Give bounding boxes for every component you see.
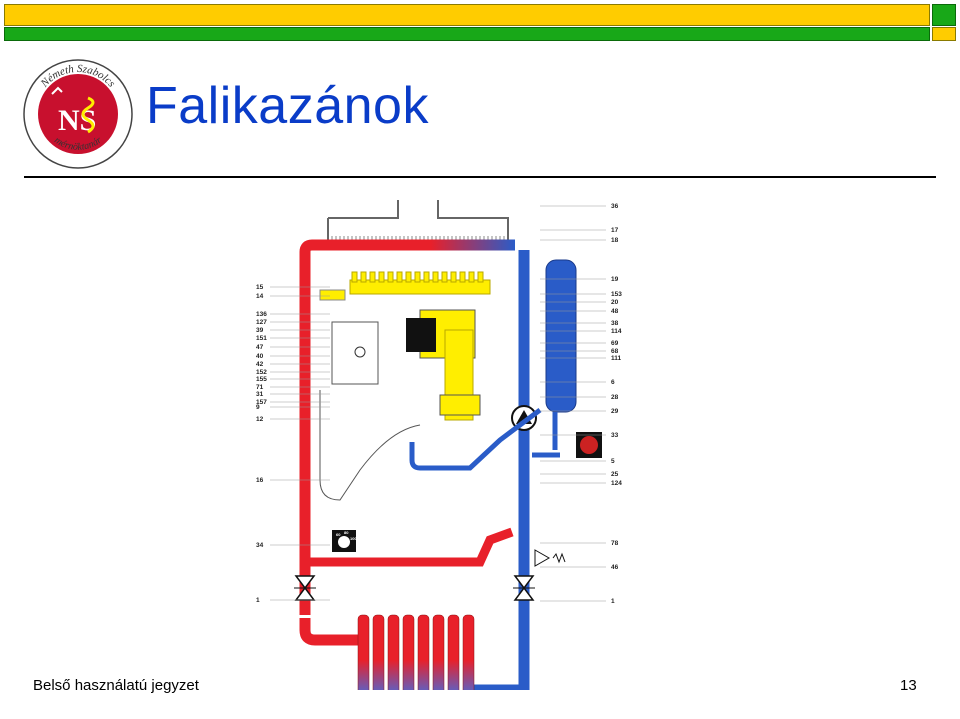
valve-left <box>294 575 316 601</box>
radiator-sections <box>357 614 475 690</box>
corner-block-green <box>932 4 956 26</box>
callout-label: 20 <box>611 299 619 306</box>
callout-label: 71 <box>256 384 264 391</box>
callout-label: 69 <box>611 340 619 347</box>
temperature-gauge: 60 80 100 <box>332 530 357 552</box>
callout-label: 29 <box>611 408 619 415</box>
callout-label: 17 <box>611 227 619 234</box>
radiator-column <box>357 614 370 690</box>
callout-label: 78 <box>611 540 619 547</box>
boiler-schematic: 60 80 100 151413612739151474042152155713… <box>256 200 622 690</box>
callout-label: 151 <box>256 335 267 342</box>
callout-label: 15 <box>256 284 264 291</box>
callout-label: 14 <box>256 293 264 300</box>
hot-supply-pipe <box>299 239 515 615</box>
svg-text:60: 60 <box>336 532 341 537</box>
callout-label: 34 <box>256 542 264 549</box>
radiator-column <box>447 614 460 690</box>
expansion-vessel <box>545 259 577 413</box>
callout-label: 42 <box>256 361 264 368</box>
callout-label: 16 <box>256 477 264 484</box>
slide-title: Falikazánok <box>146 77 429 135</box>
radiator-column <box>417 614 430 690</box>
author-logo: Németh Szabolcs mérnöktanár NS <box>23 59 133 169</box>
callout-label: 19 <box>611 276 619 283</box>
radiator-column <box>387 614 400 690</box>
svg-text:80: 80 <box>344 530 349 535</box>
callout-label: 127 <box>256 319 267 326</box>
radiator-column <box>462 614 475 690</box>
callout-label: 111 <box>611 355 622 362</box>
callout-label: 1 <box>256 597 260 604</box>
callout-label: 36 <box>611 203 619 210</box>
callout-label: 157 <box>256 399 267 406</box>
page-number: 13 <box>900 677 917 694</box>
callout-label: 5 <box>611 458 615 465</box>
logo-bottom-text: mérnöktanár <box>52 135 104 153</box>
callout-label: 38 <box>611 320 619 327</box>
valve-right <box>513 575 535 601</box>
callout-label: 18 <box>611 237 619 244</box>
callout-label: 47 <box>256 344 264 351</box>
radiator-column <box>432 614 445 690</box>
callout-label: 153 <box>611 291 622 298</box>
callout-label: 39 <box>256 327 264 334</box>
corner-block-yellow <box>932 27 956 41</box>
callout-label: 40 <box>256 353 264 360</box>
return-pipe <box>470 250 530 690</box>
callout-label: 28 <box>611 394 619 401</box>
callout-label: 9 <box>256 404 260 411</box>
callout-label: 12 <box>256 416 264 423</box>
callout-label: 114 <box>611 328 622 335</box>
callout-label: 152 <box>256 369 267 376</box>
top-banner-yellow <box>4 4 930 26</box>
callout-label: 46 <box>611 564 619 571</box>
callout-label: 68 <box>611 348 619 355</box>
gas-burner-assembly <box>319 271 491 421</box>
title-divider <box>24 176 936 178</box>
callout-label: 124 <box>611 480 622 487</box>
safety-valve <box>534 549 566 567</box>
svg-text:mérnöktanár: mérnöktanár <box>52 135 104 153</box>
callout-label: 31 <box>256 391 264 398</box>
callout-label: 136 <box>256 311 267 318</box>
radiator-column <box>402 614 415 690</box>
callout-label: 1 <box>611 598 615 605</box>
top-banner-green <box>4 27 930 41</box>
callout-label: 25 <box>611 471 619 478</box>
callout-label: 6 <box>611 379 615 386</box>
svg-text:100: 100 <box>350 536 357 541</box>
callout-label: 155 <box>256 376 267 383</box>
radiator-column <box>372 614 385 690</box>
footer-note: Belső használatú jegyzet <box>33 677 199 694</box>
callout-label: 33 <box>611 432 619 439</box>
callout-label: 48 <box>611 308 619 315</box>
pressure-gauge <box>576 432 602 458</box>
